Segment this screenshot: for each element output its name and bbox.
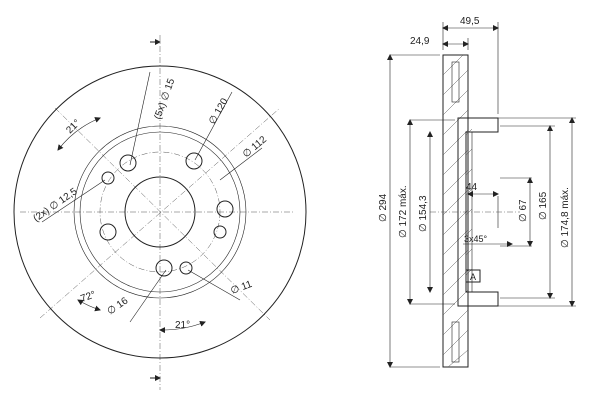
bolt-hole-5 <box>155 259 173 277</box>
dim-chamfer-label: 3x45° <box>464 234 488 244</box>
front-view: (5x) ∅ 15 ∅ 120 ∅ 112 (2x) ∅ 12,5 21° 72… <box>13 35 307 390</box>
dim-dia-67-label: ∅ 67 <box>518 199 529 222</box>
friction-ring-inner-edge <box>73 125 247 299</box>
arc-angle-72 <box>77 299 101 312</box>
pin-hole-2 <box>101 171 115 185</box>
disc-outer-edge <box>13 65 307 359</box>
pin-hole-3 <box>179 261 193 275</box>
datum-label: A <box>470 272 476 282</box>
bolt-hole-1 <box>119 154 137 172</box>
section-view: 49,5 24,9 ∅ 294 ∅ 172 máx. ∅ 154,3 44 3x… <box>378 16 576 368</box>
dim-dia-172-label: ∅ 172 máx. <box>398 185 409 238</box>
center-bore <box>124 176 196 248</box>
dim-width-49-5-label: 49,5 <box>460 16 480 27</box>
diagonal-center-line <box>39 107 281 319</box>
bolt-hole-3 <box>216 200 234 218</box>
pin-hole-1 <box>213 225 227 239</box>
dim-pcd-120-label: ∅ 120 <box>207 96 231 126</box>
datum-box <box>465 269 481 283</box>
dim-angle-21-bottom-label: 21° <box>175 320 190 331</box>
dim-dia-165-label: ∅ 165 <box>538 191 549 220</box>
dim-bolt-holes-label: (5x) ∅ 15 <box>152 77 177 121</box>
leader-pcd-120 <box>194 91 233 161</box>
bolt-hole-4 <box>99 223 117 241</box>
leader-hole-11 <box>187 269 241 301</box>
hat-outer-edge <box>79 131 241 293</box>
dim-pin-holes-label: (2x) ∅ 12,5 <box>31 186 79 224</box>
dim-hole-16-label: ∅ 16 <box>105 295 130 317</box>
dim-width-24-9-label: 24,9 <box>410 36 430 47</box>
dim-dia-174-8-label: ∅ 174,8 máx. <box>560 187 571 248</box>
dim-hole-11-label: ∅ 11 <box>229 279 254 297</box>
dim-depth-44-label: 44 <box>466 182 478 193</box>
leader-hole-16 <box>129 269 167 323</box>
dim-pcd-112-label: ∅ 112 <box>241 134 269 160</box>
arc-angle-21-bottom <box>159 321 206 334</box>
bolt-hole-2 <box>185 152 203 170</box>
leader-pcd-112 <box>219 147 263 181</box>
pcd-circle <box>99 151 221 273</box>
leader-bolt-holes <box>129 71 151 166</box>
leader-pin-holes <box>41 179 106 223</box>
arc-angle-21-top <box>57 117 101 151</box>
dim-angle-21-top-label: 21° <box>64 118 82 136</box>
section-outer-ring <box>442 54 469 368</box>
dim-angle-72-label: 72° <box>79 289 97 305</box>
dim-dia-294-label: ∅ 294 <box>378 193 389 222</box>
dim-dia-154-3-label: ∅ 154,3 <box>418 195 429 232</box>
